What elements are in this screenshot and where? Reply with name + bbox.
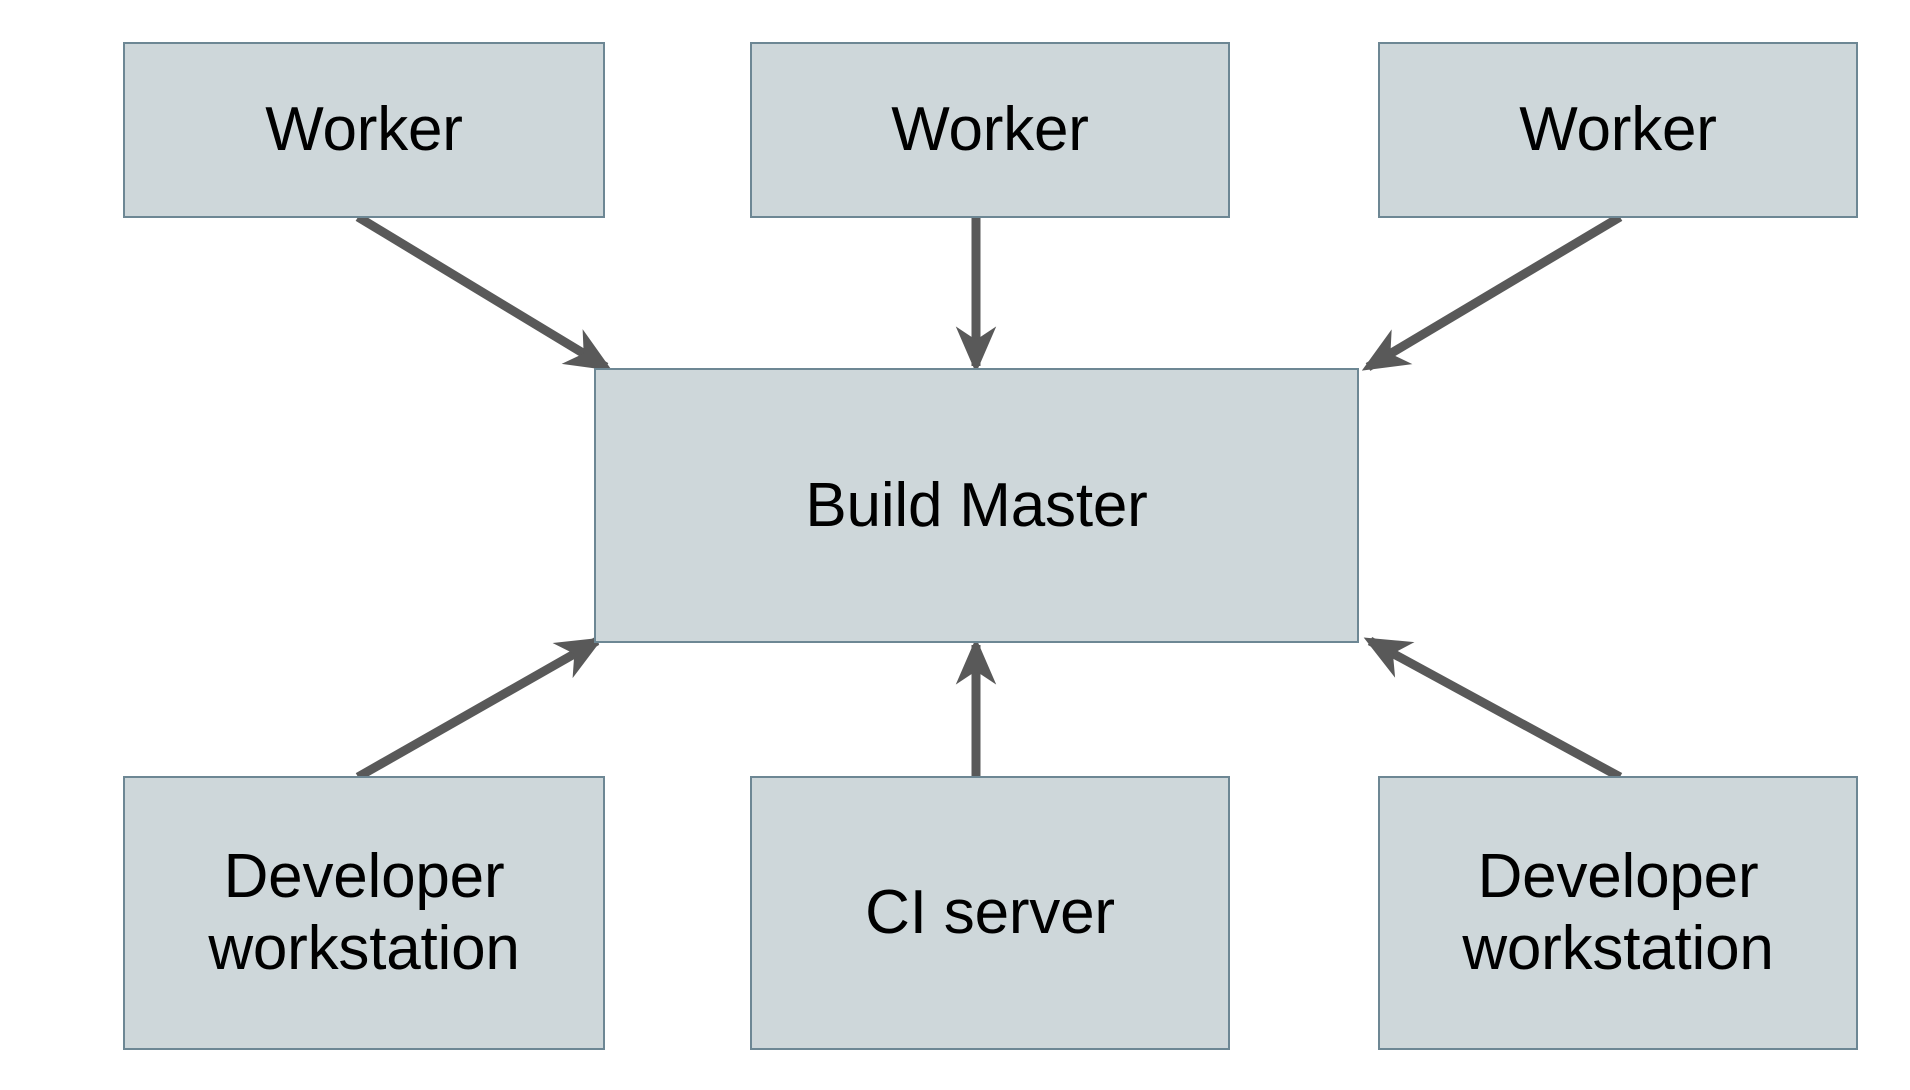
node-developer-workstation-right[interactable]: Developer workstation xyxy=(1378,776,1858,1050)
node-ci-server-label: CI server xyxy=(865,878,1115,948)
node-worker-3[interactable]: Worker xyxy=(1378,42,1858,218)
node-worker-1[interactable]: Worker xyxy=(123,42,605,218)
edge-worker-3-to-master xyxy=(1361,213,1623,371)
node-developer-workstation-left[interactable]: Developer workstation xyxy=(123,776,605,1050)
edge-dev-left-to-master xyxy=(355,637,604,781)
node-developer-workstation-right-label: Developer workstation xyxy=(1462,842,1774,983)
node-build-master[interactable]: Build Master xyxy=(594,368,1359,643)
node-worker-1-label: Worker xyxy=(265,95,463,165)
node-ci-server[interactable]: CI server xyxy=(750,776,1230,1050)
node-developer-workstation-left-label: Developer workstation xyxy=(208,842,520,983)
node-worker-3-label: Worker xyxy=(1519,95,1717,165)
node-worker-2[interactable]: Worker xyxy=(750,42,1230,218)
edge-worker-1-to-master xyxy=(355,213,613,371)
node-build-master-label: Build Master xyxy=(805,470,1148,540)
node-worker-2-label: Worker xyxy=(891,95,1089,165)
edge-dev-right-to-master xyxy=(1363,637,1623,781)
